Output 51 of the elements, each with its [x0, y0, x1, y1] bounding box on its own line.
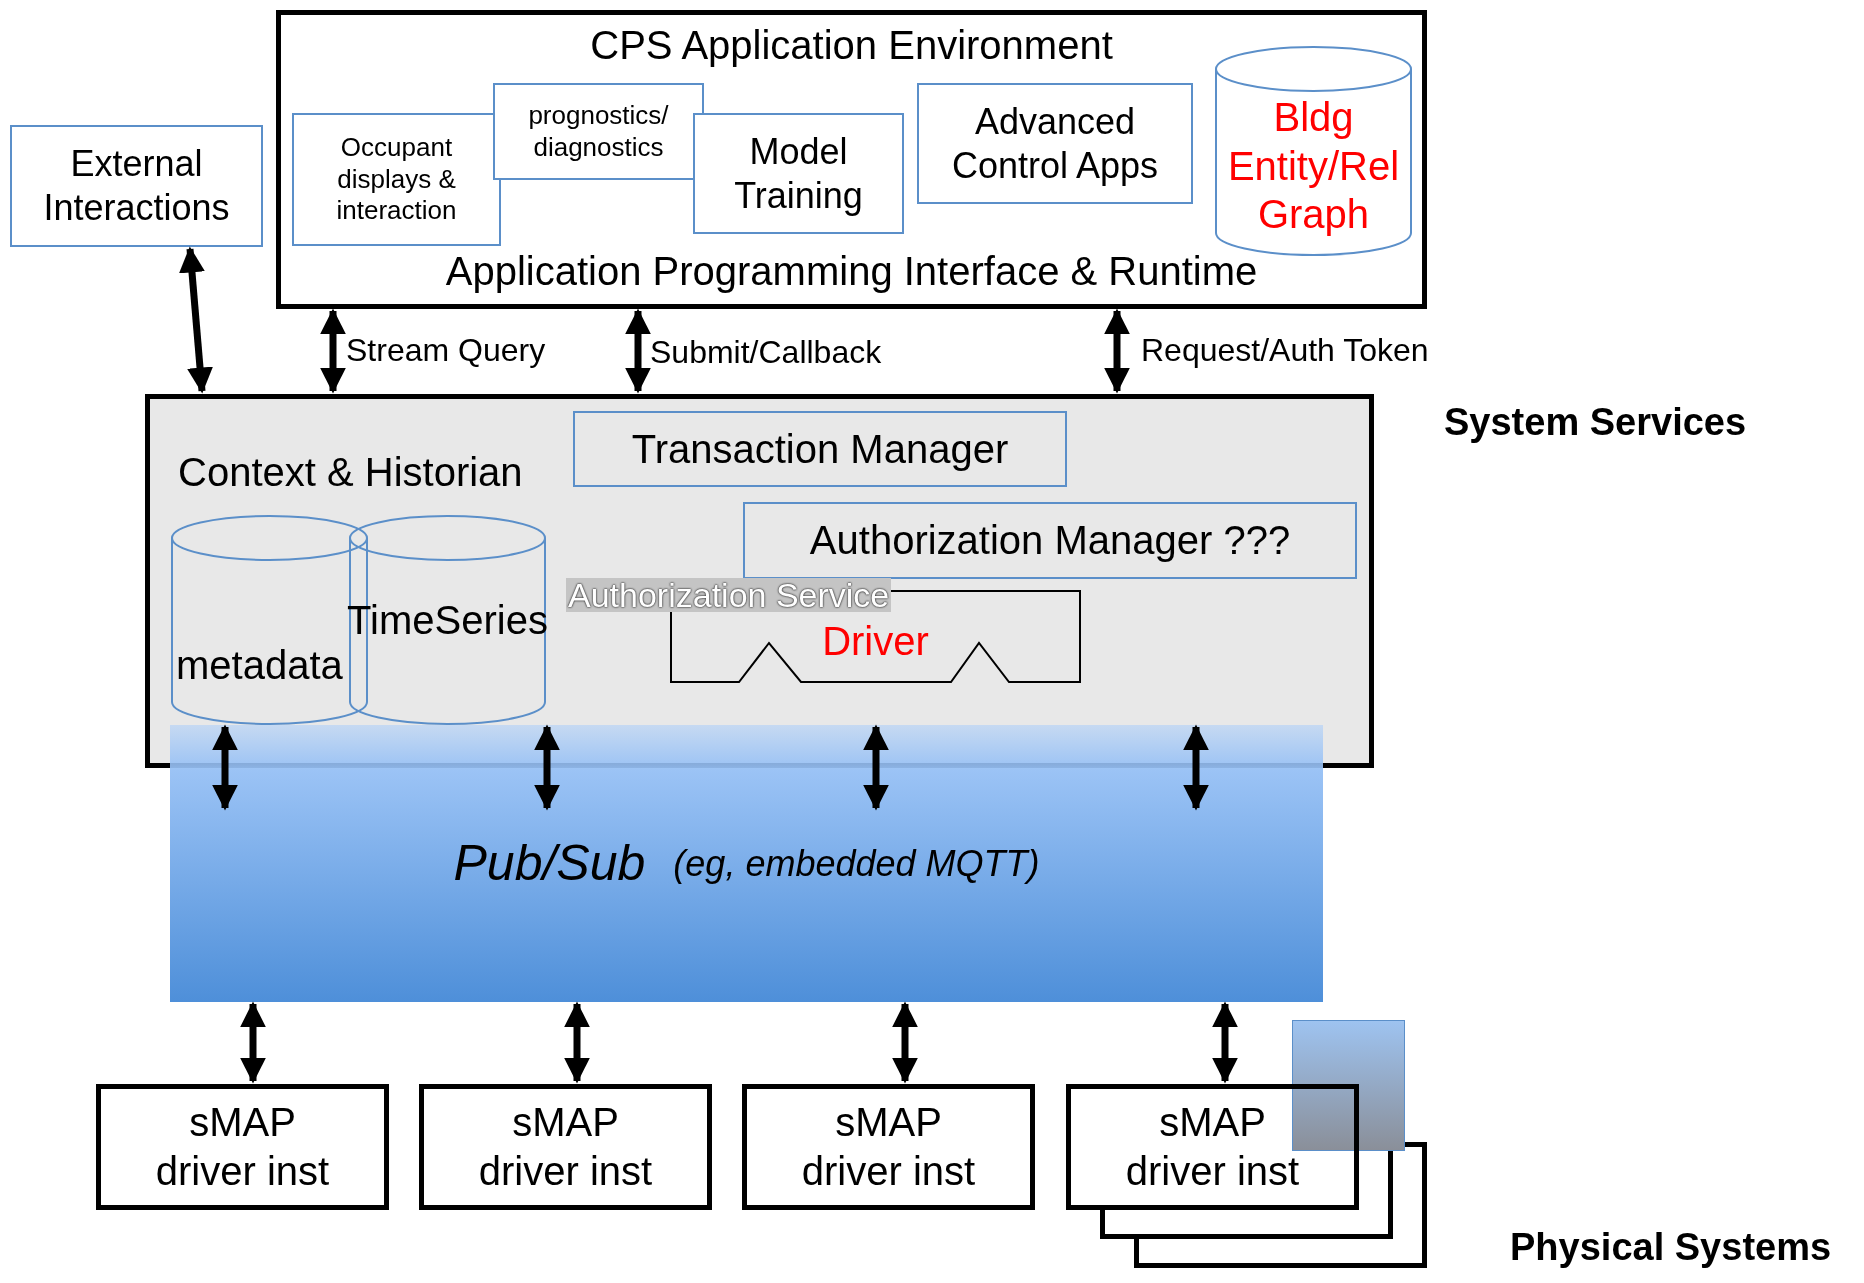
double-arrow [625, 308, 651, 394]
double-arrow [1183, 724, 1209, 811]
component-box [419, 1084, 712, 1210]
faded-label: Authorization Service [566, 578, 892, 612]
component-box [96, 1084, 389, 1210]
double-arrow [1212, 1001, 1238, 1084]
box-label: metadata [176, 641, 343, 689]
section-heading: System Services [1444, 401, 1747, 444]
component-box [917, 83, 1193, 204]
component-box [573, 411, 1067, 487]
application-environment-panel [276, 10, 1427, 309]
layer-heading: Physical Systems [1510, 1226, 1832, 1269]
database-cylinder [1214, 45, 1413, 257]
box-label: CPS Application Environment [590, 22, 1113, 69]
double-arrow [179, 246, 213, 394]
component-box [743, 502, 1357, 579]
box-label: Occupant displays & interaction [335, 131, 458, 228]
edge-label: Stream Query [346, 332, 546, 369]
gradient-box [1292, 1020, 1405, 1151]
double-arrow [534, 724, 560, 811]
box-label: sMAP driver inst [154, 1099, 331, 1195]
box-label: Model Training [733, 129, 864, 218]
double-arrow [212, 724, 238, 811]
component-box [1066, 1084, 1359, 1210]
box-label: (eg, embedded MQTT) [673, 841, 1040, 886]
component-box [693, 113, 904, 234]
double-arrow [240, 1001, 266, 1084]
box-label: sMAP driver inst [477, 1099, 654, 1195]
component-box [742, 1084, 1035, 1210]
edge-label: Submit/Callback [650, 334, 882, 371]
double-arrow [892, 1001, 918, 1084]
box-label: Advanced Control Apps [950, 99, 1160, 188]
box-label: External Interactions [42, 142, 231, 230]
group-label: Context & Historian [178, 450, 523, 495]
box-label: sMAP driver inst [1124, 1099, 1301, 1195]
double-arrow [564, 1001, 590, 1084]
box-label: Application Programming Interface & Runtime [445, 248, 1258, 296]
box-label: sMAP driver inst [800, 1099, 977, 1195]
box-label: Driver [822, 618, 929, 665]
box-label: Authorization Manager ??? [809, 517, 1291, 565]
box-label: Transaction Manager [631, 425, 1009, 473]
edge-label: Request/Auth Token [1141, 332, 1429, 369]
double-arrow [863, 724, 889, 811]
component-box [493, 83, 704, 180]
box-label: Bldg Entity/Rel Graph [1226, 93, 1401, 239]
box-label: Pub/Sub [453, 834, 646, 893]
pubsub-band [170, 725, 1323, 1002]
component-box [10, 125, 263, 247]
double-arrow [320, 308, 346, 394]
double-arrow [1104, 308, 1130, 394]
box-label: prognostics/ diagnostics [527, 99, 670, 164]
